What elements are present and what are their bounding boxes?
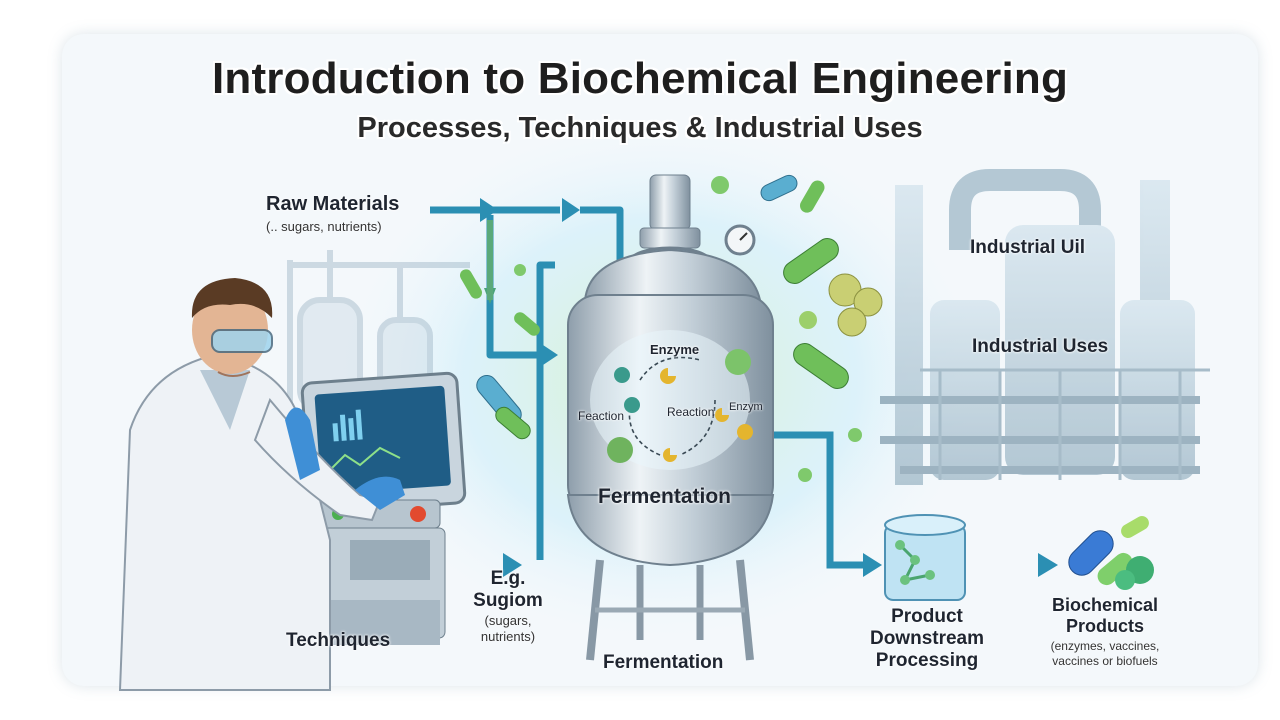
downstream-vessel	[884, 514, 966, 601]
virus-icon-2	[607, 437, 633, 463]
glove-icon	[355, 476, 405, 510]
biochemical-products	[1068, 516, 1154, 590]
enzym-label: Enzym	[729, 401, 763, 413]
enzyme-molecule-icon	[614, 367, 630, 383]
raw-materials-note: (.. sugars, nutrients)	[266, 219, 382, 234]
bacteria-cluster	[460, 174, 883, 482]
product-downstream-label: Product Downstream Processing	[862, 606, 992, 672]
industrial-uil-label: Industrial Uil	[970, 237, 1086, 258]
bio-line1: Biochemical	[1051, 595, 1159, 615]
biochemical-products-note: (enzymes, vaccines, vaccines or biofuels	[1025, 639, 1185, 669]
stop-button-icon	[410, 506, 426, 522]
page-title: Introduction to Biochemical Engineering	[211, 54, 1069, 103]
eg-note: (sugars, nutrients)	[458, 613, 558, 645]
product-line2: Downstream	[869, 628, 985, 649]
virus-icon	[725, 349, 751, 375]
fermentation-bottom-label: Fermentation	[603, 652, 724, 673]
reaction-label: Reaction	[667, 405, 715, 419]
pacman-enzyme-icon	[660, 368, 676, 384]
eg-line1: E.g.	[490, 568, 526, 589]
techniques-label: Techniques	[286, 630, 391, 651]
eg-note-line1: (sugars,	[484, 613, 532, 628]
output-pipe-arrow	[770, 431, 865, 569]
eg-label: E.g. Sugiom	[458, 568, 558, 612]
bio-note-line2: vaccines or biofuels	[1052, 654, 1158, 668]
eg-note-line2: nutrients)	[480, 629, 536, 644]
fermentation-tank-label: Fermentation	[598, 485, 732, 508]
product-line1: Product	[891, 606, 963, 627]
feaction-label: Feaction	[578, 409, 625, 423]
bio-line2: Products	[1065, 616, 1144, 636]
eg-line2: Sugiom	[473, 590, 543, 611]
bio-note-line1: (enzymes, vaccines,	[1050, 639, 1160, 653]
enzyme-label: Enzyme	[650, 342, 700, 357]
biochemical-products-label: Biochemical Products	[1030, 595, 1180, 637]
industrial-uses-label: Industrial Uses	[972, 336, 1109, 357]
product-line3: Processing	[875, 650, 979, 671]
raw-materials-label: Raw Materials	[266, 193, 400, 215]
scientist-figure	[118, 278, 405, 691]
industrial-plant	[880, 169, 1210, 485]
page-subtitle: Processes, Techniques & Industrial Uses	[357, 112, 923, 144]
safety-goggles-icon	[211, 329, 273, 353]
